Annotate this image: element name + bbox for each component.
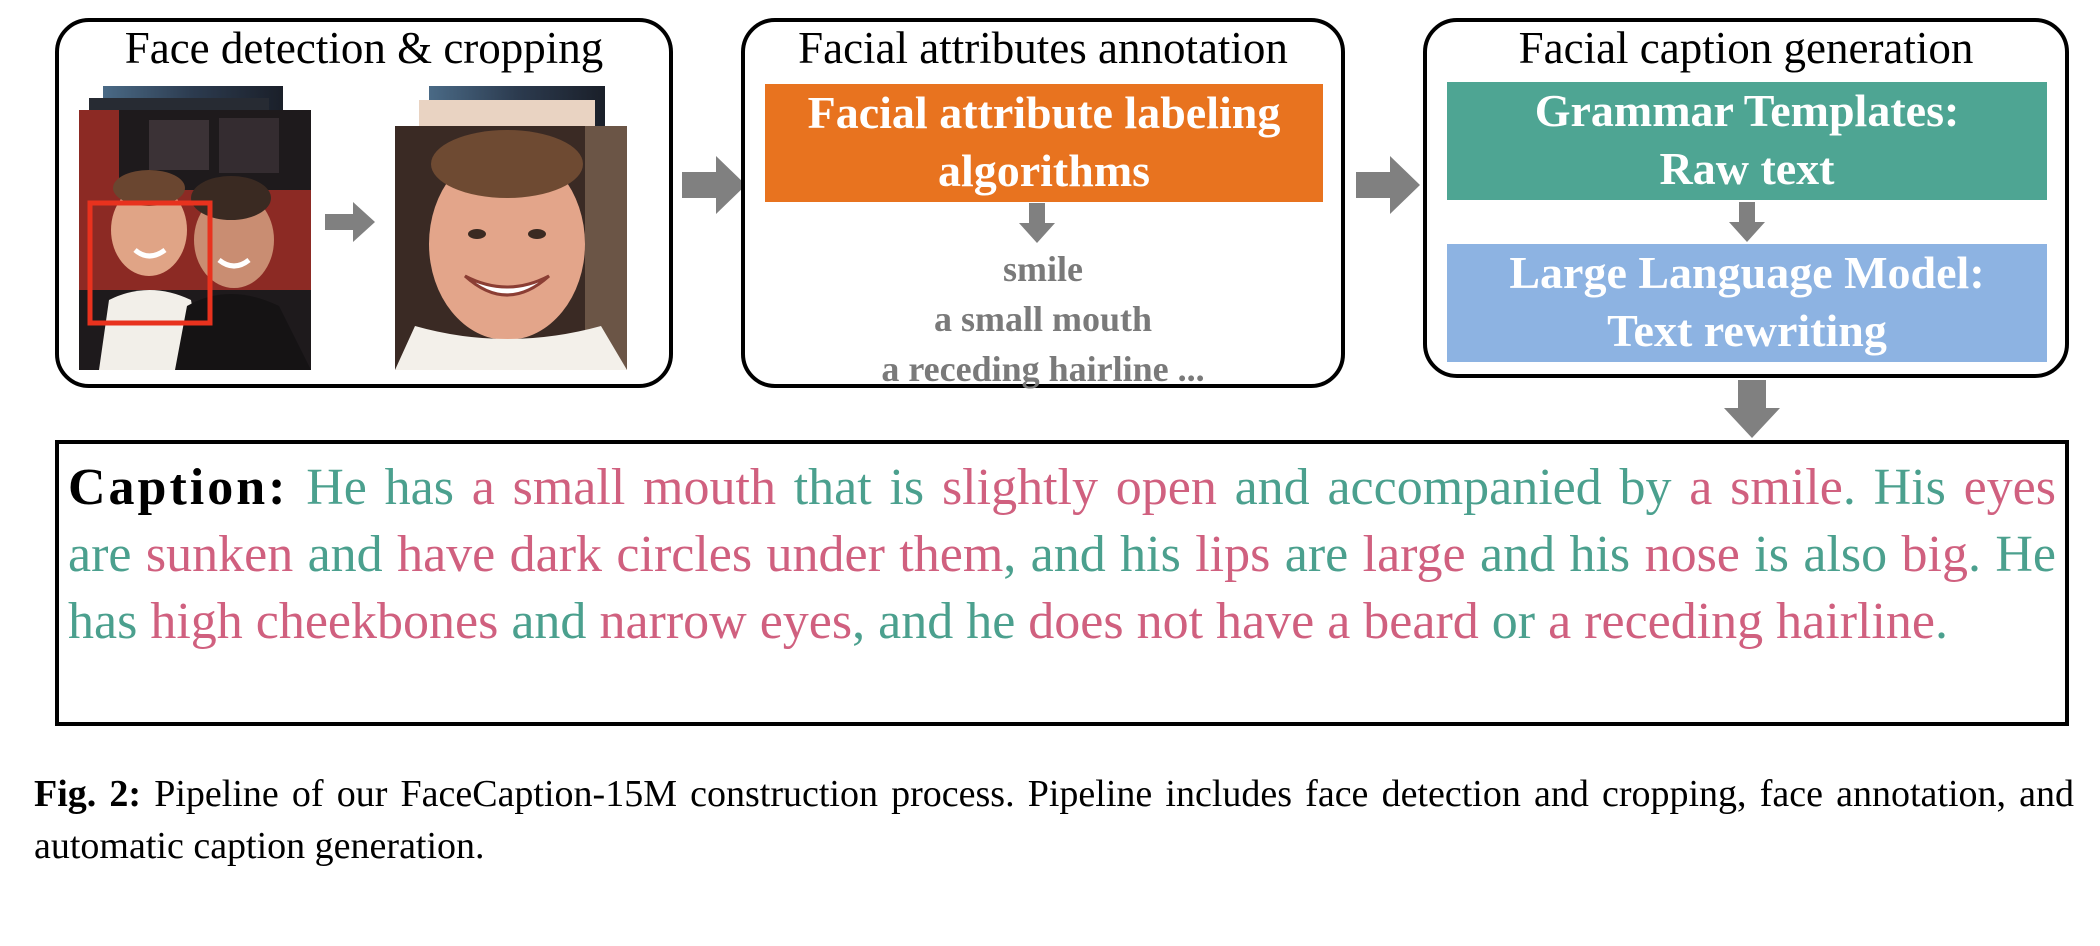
caption-attribute-phrase: does not have a beard xyxy=(1028,593,1479,650)
source-photo xyxy=(79,110,311,370)
attribute-item: a small mouth xyxy=(933,299,1153,339)
caption-attribute-phrase: high cheekbones xyxy=(150,593,499,650)
arrow-to-caption-icon xyxy=(1724,380,1780,438)
caption-template-phrase: and his xyxy=(1465,526,1645,583)
caption-template-phrase: and accompanied by xyxy=(1216,459,1690,516)
caption-attribute-phrase: eyes xyxy=(1963,459,2056,516)
caption-template-phrase: , and his xyxy=(1003,526,1196,583)
caption-template-phrase: are xyxy=(1270,526,1363,583)
arrow-down-llm-icon xyxy=(1729,202,1765,242)
stage-title-detection: Face detection & cropping xyxy=(124,23,604,73)
labeling-algorithms-block: Facial attribute labeling algorithms xyxy=(765,84,1323,202)
caption-template-phrase: . His xyxy=(1842,459,1964,516)
caption-template-phrase: and xyxy=(498,593,600,650)
caption-template-phrase: . xyxy=(1935,593,1948,650)
caption-attribute-phrase: a small mouth xyxy=(471,459,776,516)
figure-caption: Fig. 2: Pipeline of our FaceCaption-15M … xyxy=(34,768,2074,872)
llm-rewriting-block: Large Language Model: Text rewriting xyxy=(1447,244,2047,362)
caption-attribute-phrase: a smile xyxy=(1689,459,1843,516)
attribute-list: smile a small mouth a receding hairline … xyxy=(745,244,1341,394)
caption-template-phrase: , and he xyxy=(852,593,1029,650)
caption-template-phrase: is also xyxy=(1739,526,1902,583)
caption-attribute-phrase: sunken xyxy=(145,526,294,583)
arrow-to-annotation-icon xyxy=(682,156,746,214)
attribute-item: smile xyxy=(1003,249,1083,289)
caption-label: Caption: xyxy=(68,459,289,516)
labeling-algorithms-line2: algorithms xyxy=(937,145,1151,196)
caption-attribute-phrase: slightly open xyxy=(941,459,1217,516)
llm-rewriting-line1: Large Language Model: xyxy=(1509,247,1985,298)
stage-title-generation: Facial caption generation xyxy=(1518,23,1974,73)
stage-title-annotation: Facial attributes annotation xyxy=(798,23,1288,73)
stage-caption-generation: Facial caption generation Grammar Templa… xyxy=(1423,18,2069,378)
caption-template-phrase: . He has xyxy=(68,526,2056,650)
grammar-templates-block: Grammar Templates: Raw text xyxy=(1447,82,2047,200)
caption-attribute-phrase: lips xyxy=(1195,526,1271,583)
figure-caption-text: Pipeline of our FaceCaption-15M construc… xyxy=(34,773,2075,867)
arrow-down-attributes-icon xyxy=(1019,203,1055,243)
caption-template-phrase: that is xyxy=(775,459,942,516)
grammar-templates-line2: Raw text xyxy=(1659,143,1835,194)
attribute-item: a receding hairline ... xyxy=(881,349,1205,389)
stage-face-detection: Face detection & cropping xyxy=(55,18,673,388)
caption-text: He has a small mouth that is slightly op… xyxy=(68,459,2056,650)
cropped-face-photo xyxy=(395,126,627,370)
figure-label: Fig. 2: xyxy=(34,773,142,815)
caption-attribute-phrase: narrow eyes xyxy=(599,593,853,650)
labeling-algorithms-line1: Facial attribute labeling xyxy=(807,87,1281,138)
caption-template-phrase: are xyxy=(68,526,146,583)
caption-box: Caption: He has a small mouth that is sl… xyxy=(55,440,2069,726)
detection-bounding-box xyxy=(87,200,213,326)
arrow-crop-icon xyxy=(325,202,375,242)
caption-template-phrase: or xyxy=(1478,593,1549,650)
stage-attribute-annotation: Facial attributes annotation Facial attr… xyxy=(741,18,1345,389)
caption-attribute-phrase: large xyxy=(1362,526,1466,583)
caption-template-phrase: and xyxy=(293,526,398,583)
caption-attribute-phrase: a receding hairline xyxy=(1548,593,1935,650)
llm-rewriting-line2: Text rewriting xyxy=(1607,305,1887,356)
caption-template-phrase: He has xyxy=(288,459,472,516)
caption-attribute-phrase: have dark circles under them xyxy=(397,526,1004,583)
arrow-to-generation-icon xyxy=(1356,156,1420,214)
grammar-templates-line1: Grammar Templates: xyxy=(1534,85,1960,136)
caption-attribute-phrase: nose xyxy=(1644,526,1740,583)
caption-attribute-phrase: big xyxy=(1901,526,1968,583)
